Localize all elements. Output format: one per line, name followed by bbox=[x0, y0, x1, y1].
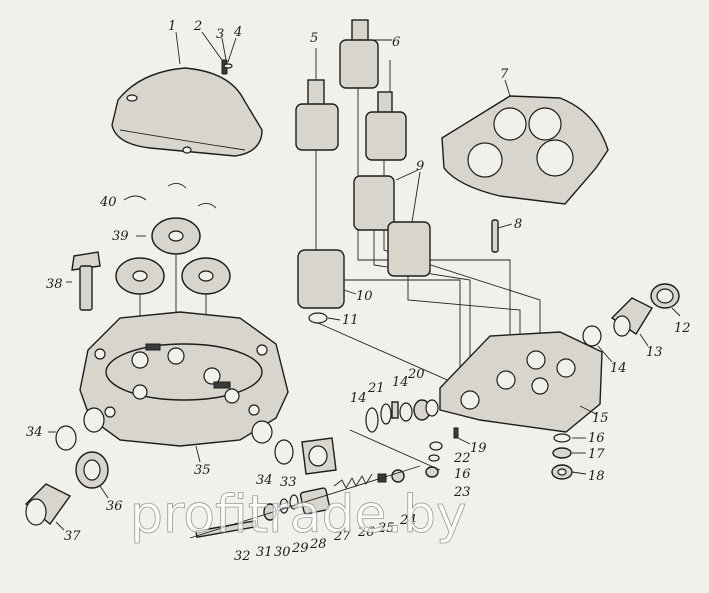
gear-9-left bbox=[353, 175, 471, 380]
callout-32: 32 bbox=[234, 549, 251, 564]
callout-27: 27 bbox=[333, 529, 351, 544]
callout-34-left: 34 bbox=[26, 425, 43, 440]
callout-30: 30 bbox=[274, 545, 291, 560]
parts-19-23 bbox=[425, 427, 471, 478]
callout-7: 7 bbox=[500, 67, 509, 82]
callout-19: 19 bbox=[470, 441, 487, 456]
callout-39: 39 bbox=[112, 229, 129, 244]
part-35-body bbox=[79, 311, 289, 463]
callout-23: 23 bbox=[453, 485, 471, 500]
callout-12: 12 bbox=[674, 321, 691, 336]
part-7-gasket bbox=[441, 79, 609, 205]
callout-10: 10 bbox=[356, 289, 373, 304]
gear-39 bbox=[136, 217, 201, 255]
part-38-bolt bbox=[66, 251, 101, 311]
part-15-plate bbox=[439, 331, 603, 433]
callout-2: 2 bbox=[193, 19, 202, 34]
callout-26: 26 bbox=[357, 525, 375, 540]
relief-valve-assembly bbox=[189, 465, 421, 539]
callout-1: 1 bbox=[168, 19, 176, 34]
callout-34-right: 34 bbox=[256, 473, 273, 488]
part-37-fitting bbox=[24, 483, 72, 531]
callout-5: 5 bbox=[310, 31, 318, 46]
gears-left-pair bbox=[115, 254, 231, 370]
callout-4: 4 bbox=[233, 25, 242, 40]
callout-6: 6 bbox=[392, 35, 400, 50]
washer-34-left bbox=[48, 425, 77, 451]
part-36-fitting bbox=[75, 451, 109, 499]
callout-37: 37 bbox=[64, 529, 81, 544]
callout-17: 17 bbox=[588, 447, 605, 462]
callout-labels: 1 2 3 4 5 6 7 8 9 10 11 12 13 14 14 14 1… bbox=[26, 19, 691, 564]
gear-6-lower bbox=[365, 60, 541, 390]
gear-10 bbox=[297, 249, 357, 309]
callout-29: 29 bbox=[291, 541, 309, 556]
callout-16-mid: 16 bbox=[454, 467, 471, 482]
callout-36: 36 bbox=[106, 499, 123, 514]
callout-9: 9 bbox=[416, 159, 424, 174]
callout-16-right: 16 bbox=[588, 431, 605, 446]
callout-8: 8 bbox=[514, 217, 522, 232]
parts-2-3-4-fasteners bbox=[201, 31, 237, 75]
callout-25: 25 bbox=[377, 521, 395, 536]
callout-14-mid: 14 bbox=[350, 391, 367, 406]
callout-22: 22 bbox=[453, 451, 471, 466]
callout-24: 24 bbox=[399, 513, 417, 528]
ring-11 bbox=[308, 312, 471, 391]
callout-14-right: 14 bbox=[610, 361, 627, 376]
part-33-plug bbox=[301, 437, 337, 475]
callout-3: 3 bbox=[216, 27, 224, 42]
washer-34-right bbox=[274, 439, 294, 465]
callout-13: 13 bbox=[646, 345, 663, 360]
part-8-pin bbox=[491, 219, 513, 253]
watermark-text: profitrade.by bbox=[130, 485, 467, 545]
callout-21: 21 bbox=[367, 381, 385, 396]
washer-14-right bbox=[582, 325, 613, 363]
rings-40 bbox=[123, 183, 217, 209]
gear-6-top bbox=[339, 19, 511, 390]
callout-35: 35 bbox=[194, 463, 211, 478]
callout-11: 11 bbox=[342, 313, 359, 328]
callout-28: 28 bbox=[309, 537, 327, 552]
callout-33: 33 bbox=[280, 475, 297, 490]
part-12-cap bbox=[650, 283, 681, 317]
callout-20: 20 bbox=[407, 367, 425, 382]
callout-15: 15 bbox=[592, 411, 609, 426]
part-13-union bbox=[610, 297, 653, 347]
parts-16-17-18 bbox=[551, 433, 587, 480]
callout-14-upper: 14 bbox=[392, 375, 409, 390]
valve-stack-14-21-20 bbox=[349, 399, 441, 471]
part-1-cover bbox=[111, 31, 263, 157]
callout-38: 38 bbox=[46, 277, 63, 292]
callout-31: 31 bbox=[256, 545, 273, 560]
callout-40: 40 bbox=[99, 195, 117, 210]
callout-18: 18 bbox=[588, 469, 605, 484]
gear-5 bbox=[295, 48, 461, 400]
